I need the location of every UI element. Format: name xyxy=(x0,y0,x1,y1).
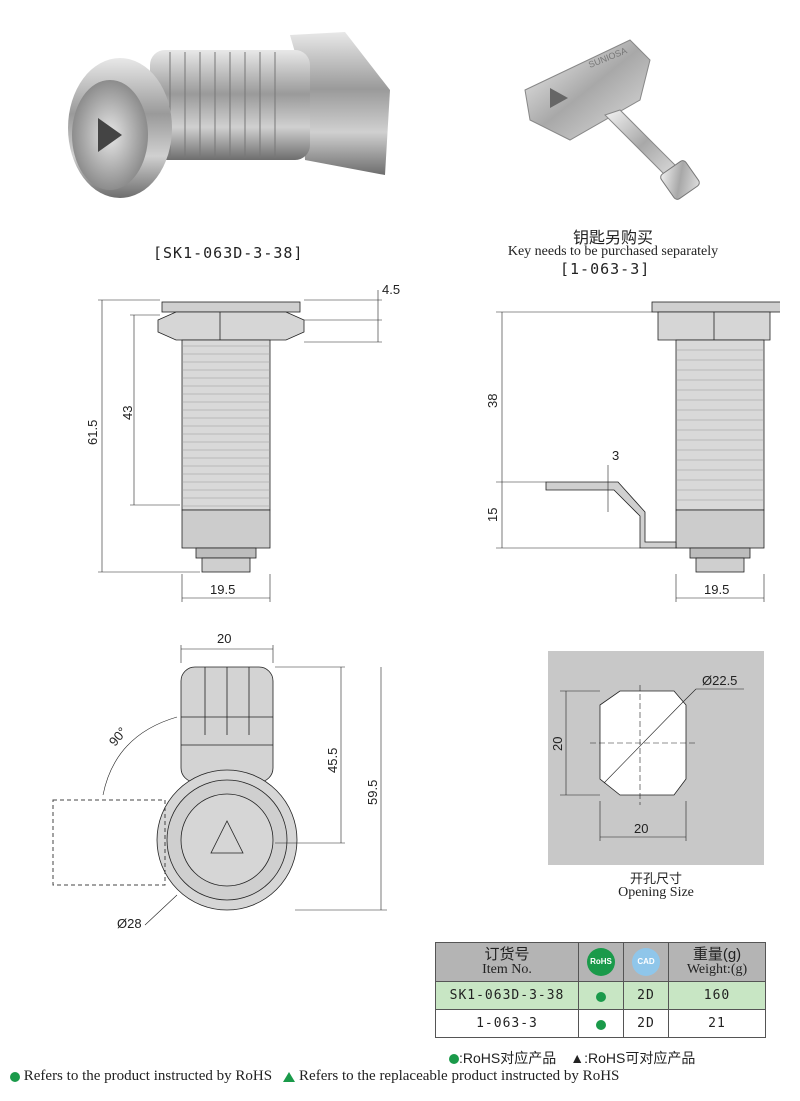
header-rohs: RoHS xyxy=(578,942,624,982)
dim-59.5: 59.5 xyxy=(365,780,380,805)
legend-dot-icon-2 xyxy=(10,1071,20,1082)
row-cad: 2D xyxy=(623,981,669,1010)
legend-cn: :RoHS对应产品 ▲:RoHS可对应产品 xyxy=(449,1048,695,1068)
dim-dia22.5: Ø22.5 xyxy=(702,673,737,688)
front-view-drawing: 20 90° 45.5 59.5 Ø28 xyxy=(52,631,387,931)
header-weight-en: Weight:(g) xyxy=(686,962,748,977)
dim-4.5: 4.5 xyxy=(382,282,400,297)
header-cad: CAD xyxy=(623,942,669,982)
rohs-dot-icon xyxy=(596,991,606,1002)
dim-43: 43 xyxy=(120,406,135,420)
dim-20-front: 20 xyxy=(217,631,231,646)
dim-19.5-left: 19.5 xyxy=(210,582,235,597)
dim-61.5: 61.5 xyxy=(85,420,100,445)
legend-cn-text: :RoHS对应产品 ▲:RoHS可对应产品 xyxy=(459,1050,696,1066)
cam-lock-photo xyxy=(68,32,390,198)
opening-title-en: Opening Size xyxy=(618,885,694,900)
header-item-cn: 订货号 xyxy=(484,946,530,963)
header-weight-cn: 重量(g) xyxy=(692,946,742,963)
legend-en: Refers to the product instructed by RoHS… xyxy=(10,1068,619,1085)
dim-3: 3 xyxy=(612,448,619,463)
legend-en1: Refers to the product instructed by RoHS xyxy=(23,1068,273,1084)
dim-dia28: Ø28 xyxy=(117,916,142,931)
opening-size-drawing: Ø22.5 20 20 xyxy=(548,651,764,865)
legend-dot-icon xyxy=(449,1054,459,1065)
rohs-badge-icon: RoHS xyxy=(587,948,615,976)
item-table: 订货号 Item No. RoHS CAD 重量(g) Weight:(g) S… xyxy=(435,942,766,1038)
row-rohs xyxy=(578,1009,624,1038)
row-cad: 2D xyxy=(623,1009,669,1038)
row-item: 1-063-3 xyxy=(435,1009,579,1038)
header-item-en: Item No. xyxy=(482,962,532,977)
key-caption: [1-063-3] xyxy=(560,260,651,278)
table-row: SK1-063D-3-38 2D 160 xyxy=(435,981,766,1010)
key-photo: SUNIOSA xyxy=(524,39,700,200)
legend-en2: Refers to the replaceable product instru… xyxy=(299,1068,620,1084)
lock-caption: [SK1-063D-3-38] xyxy=(153,244,304,262)
dim-38: 38 xyxy=(485,394,500,408)
dim-19.5-right: 19.5 xyxy=(704,582,729,597)
row-weight: 21 xyxy=(668,1009,766,1038)
header-item: 订货号 Item No. xyxy=(435,942,579,982)
header-weight: 重量(g) Weight:(g) xyxy=(668,942,766,982)
key-note-cn: 钥匙另购买 xyxy=(572,230,653,247)
dim-opening-h: 20 xyxy=(550,737,565,751)
side-view-cam-drawing: 38 3 15 19.5 xyxy=(485,301,780,602)
legend-triangle-icon xyxy=(283,1071,296,1082)
row-item: SK1-063D-3-38 xyxy=(435,981,579,1010)
side-view-drawing: 4.5 43 61.5 19.5 xyxy=(85,282,400,602)
dim-90deg: 90° xyxy=(106,724,130,749)
row-weight: 160 xyxy=(668,981,766,1010)
dim-45.5: 45.5 xyxy=(325,748,340,773)
cad-badge-icon: CAD xyxy=(632,948,660,976)
key-note-en: Key needs to be purchased separately xyxy=(507,244,719,259)
rohs-dot-icon xyxy=(596,1019,606,1030)
table-header: 订货号 Item No. RoHS CAD 重量(g) Weight:(g) xyxy=(435,942,766,982)
dim-opening-w: 20 xyxy=(634,821,648,836)
opening-title-cn: 开孔尺寸 xyxy=(629,871,682,886)
row-rohs xyxy=(578,981,624,1010)
table-row: 1-063-3 2D 21 xyxy=(435,1009,766,1038)
dim-15: 15 xyxy=(485,508,500,522)
